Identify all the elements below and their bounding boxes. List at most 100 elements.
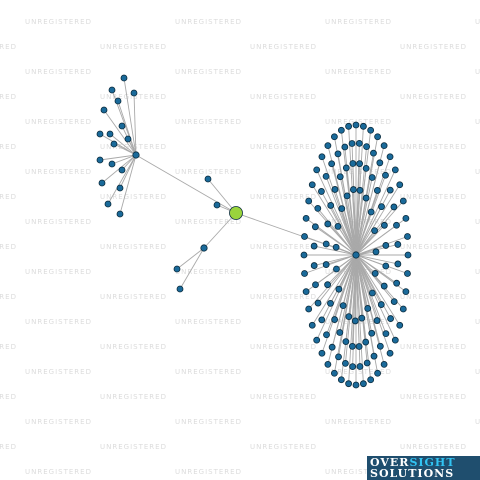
entity-node[interactable] — [386, 186, 394, 194]
entity-node[interactable] — [323, 331, 330, 339]
entity-node[interactable] — [342, 164, 350, 172]
entity-node[interactable] — [356, 160, 363, 168]
entity-node[interactable] — [318, 188, 325, 195]
entity-node[interactable] — [387, 315, 394, 322]
entity-node[interactable] — [349, 186, 357, 193]
entity-node[interactable] — [345, 380, 352, 388]
entity-node[interactable] — [332, 243, 340, 251]
entity-node[interactable] — [373, 317, 381, 324]
entity-node[interactable] — [301, 233, 308, 240]
entity-node[interactable] — [311, 223, 319, 231]
entity-node[interactable] — [96, 130, 104, 138]
entity-node[interactable] — [302, 214, 310, 222]
entity-node[interactable] — [322, 172, 330, 180]
entity-node[interactable] — [318, 153, 326, 161]
entity-node[interactable] — [352, 381, 360, 389]
entity-node[interactable] — [399, 197, 407, 205]
entity-node[interactable] — [368, 289, 376, 297]
entity-node[interactable] — [330, 369, 338, 377]
entity-node[interactable] — [351, 317, 359, 325]
entity-node[interactable] — [108, 86, 116, 94]
entity-node[interactable] — [333, 265, 340, 273]
entity-node[interactable] — [322, 240, 330, 248]
entity-node[interactable] — [118, 166, 126, 174]
entity-node[interactable] — [100, 106, 108, 114]
entity-node[interactable] — [334, 223, 342, 230]
entity-node[interactable] — [394, 241, 402, 248]
entity-node[interactable] — [114, 97, 122, 105]
entity-node[interactable] — [204, 175, 212, 183]
entity-node[interactable] — [334, 150, 342, 158]
entity-node[interactable] — [363, 359, 371, 367]
entity-node[interactable] — [358, 314, 366, 322]
entity-node[interactable] — [345, 313, 353, 321]
entity-node[interactable] — [380, 282, 388, 290]
entity-node[interactable] — [324, 220, 332, 228]
entity-node[interactable] — [370, 352, 378, 360]
entity-node[interactable] — [391, 166, 399, 174]
entity-node[interactable] — [336, 173, 344, 181]
entity-node[interactable] — [173, 265, 181, 273]
entity-node[interactable] — [363, 143, 370, 151]
entity-node[interactable] — [313, 336, 321, 344]
entity-node[interactable] — [342, 338, 350, 345]
entity-node[interactable] — [118, 122, 126, 130]
entity-node[interactable] — [370, 149, 377, 157]
entity-node[interactable] — [313, 166, 321, 174]
entity-node[interactable] — [371, 270, 379, 277]
entity-node[interactable] — [345, 122, 352, 130]
entity-node[interactable] — [402, 288, 410, 296]
entity-node[interactable] — [374, 369, 382, 377]
hub-node[interactable] — [200, 244, 208, 252]
entity-node[interactable] — [328, 343, 336, 351]
entity-node[interactable] — [348, 140, 356, 147]
entity-node[interactable] — [352, 121, 360, 129]
entity-node[interactable] — [391, 336, 399, 344]
entity-node[interactable] — [367, 208, 375, 216]
entity-node[interactable] — [116, 184, 124, 192]
entity-node[interactable] — [390, 203, 398, 211]
entity-node[interactable] — [301, 270, 308, 277]
entity-node[interactable] — [360, 380, 367, 388]
entity-node[interactable] — [310, 242, 318, 250]
entity-node[interactable] — [324, 360, 332, 368]
entity-node[interactable] — [390, 298, 398, 305]
entity-node[interactable] — [314, 205, 322, 212]
entity-node[interactable] — [331, 186, 339, 193]
entity-node[interactable] — [355, 139, 363, 147]
entity-node[interactable] — [305, 197, 313, 205]
entity-node[interactable] — [98, 179, 106, 187]
entity-node[interactable] — [308, 181, 316, 189]
entity-node[interactable] — [394, 260, 402, 268]
entity-node[interactable] — [130, 89, 138, 97]
entity-node[interactable] — [308, 321, 316, 329]
entity-node[interactable] — [404, 233, 411, 240]
entity-node[interactable] — [367, 126, 375, 134]
entity-node[interactable] — [393, 221, 400, 229]
entity-node[interactable] — [396, 321, 404, 329]
entity-node[interactable] — [382, 242, 390, 249]
entity-node[interactable] — [312, 281, 319, 289]
entity-node[interactable] — [386, 349, 394, 357]
entity-node[interactable] — [327, 202, 335, 209]
entity-node[interactable] — [330, 133, 338, 141]
entity-node[interactable] — [380, 221, 388, 229]
entity-node[interactable] — [104, 200, 112, 208]
entity-node[interactable] — [355, 343, 363, 350]
entity-node[interactable] — [336, 329, 344, 336]
entity-node[interactable] — [310, 262, 318, 269]
entity-node[interactable] — [110, 140, 118, 148]
entity-node[interactable] — [396, 181, 404, 189]
entity-node[interactable] — [318, 316, 326, 324]
entity-node[interactable] — [368, 329, 376, 337]
entity-node[interactable] — [356, 186, 364, 194]
entity-node[interactable] — [213, 201, 221, 209]
entity-node[interactable] — [322, 261, 330, 268]
entity-node[interactable] — [331, 316, 339, 323]
entity-node[interactable] — [314, 299, 322, 307]
entity-node[interactable] — [382, 171, 389, 179]
entity-node[interactable] — [335, 285, 343, 293]
entity-node[interactable] — [374, 133, 382, 141]
entity-node[interactable] — [372, 248, 380, 256]
entity-node[interactable] — [368, 174, 376, 181]
